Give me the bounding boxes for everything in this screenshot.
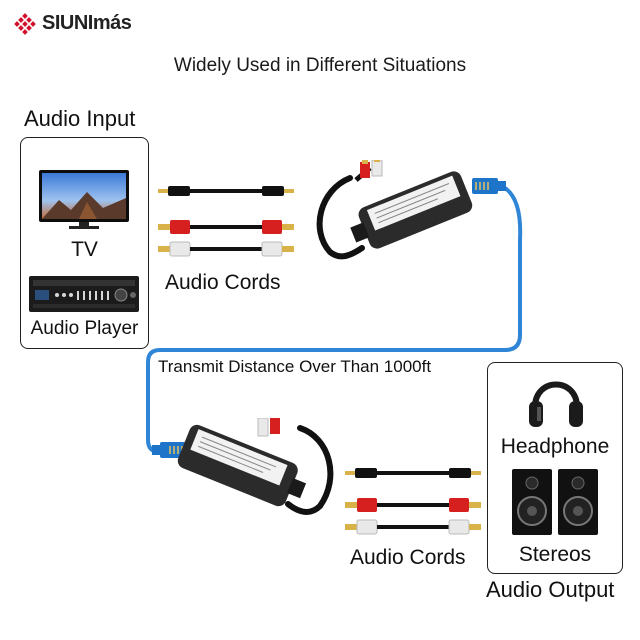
rca-white-cable-icon (345, 519, 481, 535)
stereo-speakers-icon (512, 469, 598, 535)
audio-output-title: Audio Output (486, 577, 615, 602)
bottom-audio-cords-icon (345, 468, 481, 535)
tv-icon (39, 170, 129, 229)
bottom-audio-cords-label: Audio Cords (350, 546, 466, 569)
audio-player-icon (29, 276, 139, 312)
headphone-icon (529, 381, 583, 427)
top-audio-cords-label: Audio Cords (165, 271, 281, 294)
transmitter-device-icon (316, 160, 473, 260)
aux-cable-icon (345, 468, 481, 478)
audio-player-label: Audio Player (30, 318, 139, 339)
rca-red-cable-icon (345, 498, 481, 512)
audio-input-title: Audio Input (24, 106, 136, 131)
rj45-plug-icon (472, 178, 506, 194)
rca-red-cable-icon (158, 220, 294, 234)
receiver-device-icon (177, 418, 334, 515)
rca-white-cable-icon (158, 241, 294, 257)
distance-label: Transmit Distance Over Than 1000ft (155, 357, 435, 377)
top-audio-cords-icon (158, 186, 294, 257)
brand-logo: SIUNImás (14, 12, 132, 35)
headphone-label: Headphone (500, 435, 610, 458)
aux-cable-icon (158, 186, 294, 196)
rj45-plug-icon (152, 442, 186, 458)
audio-input-box: TV Audio Player (20, 137, 149, 349)
speaker-icon (558, 469, 598, 535)
tv-label: TV (71, 238, 98, 261)
stereos-label: Stereos (518, 543, 592, 566)
diamond-grid-logo-icon (14, 12, 36, 35)
headline: Widely Used in Different Situations (173, 55, 467, 76)
brand-name: SIUNImás (42, 12, 132, 34)
speaker-icon (512, 469, 552, 535)
audio-output-box: Headphone Stereos (487, 362, 623, 574)
